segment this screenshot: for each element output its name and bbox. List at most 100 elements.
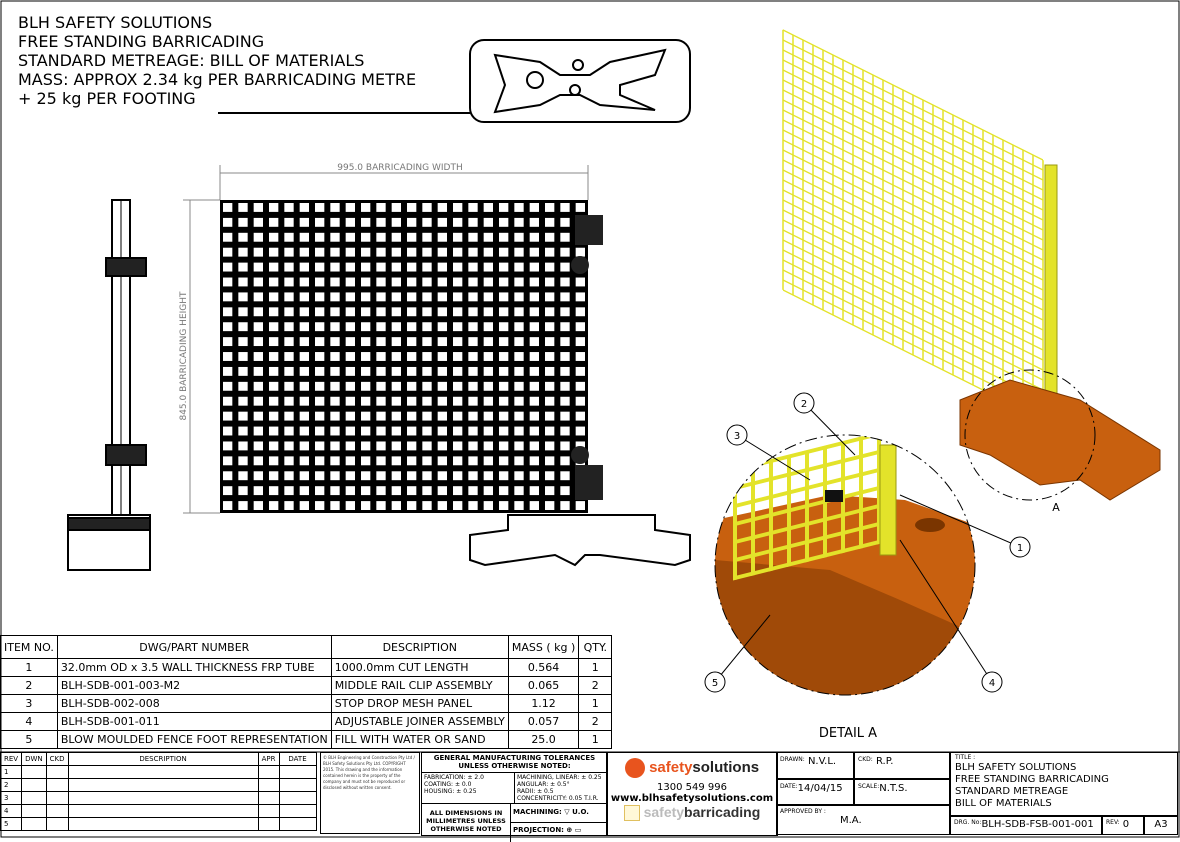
rev-number: 3 [0,791,23,805]
cell: 0.564 [507,658,580,677]
surface-finish-icon: ▽ [564,808,570,816]
cell: 2 [578,676,613,695]
approved-field: APPROVED BY :M.A. [776,805,950,835]
title-line: FREE STANDING BARRICADING [955,774,1109,785]
cell: BLOW MOULDED FENCE FOOT REPRESENTATION [56,730,332,749]
title-line: STANDARD METREAGE [955,786,1069,797]
rev-label: REV: [1106,819,1120,826]
width-dimension-label: 995.0 BARRICADING WIDTH [337,163,462,173]
dwg-label: DRG. No: [954,819,982,826]
revision-row: 1 [0,765,317,779]
sheet-size-field: A3 [1144,816,1178,835]
safety-barricading-logo-icon [623,805,640,822]
callout-bubble [704,671,726,693]
col-date: DATE [278,752,317,766]
rev-number: 1 [0,765,23,779]
col-mass: MASS ( kg ) [507,635,580,659]
side-view [67,199,151,571]
detail-a-label: DETAIL A [819,726,877,741]
col-dwn: DWN [21,752,47,766]
blh-logo-icon [624,758,645,778]
col-item-no: ITEM NO. [0,635,58,659]
callout-bubble [1009,536,1031,558]
scale-field: SCALE:N.T.S. [854,779,950,805]
height-dimension [183,199,220,514]
mesh-panel-isometric [782,29,1044,421]
dwg-number: BLH-SDB-FSB-001-001 [981,819,1094,830]
bill-of-materials-table: ITEM NO. DWG/PART NUMBER DESCRIPTION MAS… [0,635,613,749]
cell: BLH-SDB-002-008 [56,694,332,713]
header-line: MASS: APPROX 2.34 kg PER BARRICADING MET… [18,70,417,89]
footing-top-view [469,39,691,123]
tolerances-title: GENERAL MANUFACTURING TOLERANCES [433,754,596,762]
callout-leader [899,494,1021,548]
header-line: STANDARD METREAGE: BILL OF MATERIALS [18,51,365,70]
callout-number: 4 [989,678,995,689]
callouts: 1 2 3 4 5 [704,392,1031,693]
tol-fabrication: FABRICATION: ± 2.0 [424,774,484,781]
detail-a-view [714,434,976,696]
rev-number: 2 [0,778,23,792]
cell: 1 [578,694,613,713]
tol-concentricity: CONCENTRICITY: 0.05 T.I.R. [517,795,599,802]
checked-field: CKD: R.P. [854,752,950,779]
title-field: TITLE : BLH SAFETY SOLUTIONS FREE STANDI… [950,752,1178,816]
cell: FILL WITH WATER OR SAND [330,730,509,749]
revision-row: 2 [0,778,317,792]
tolerances-block: GENERAL MANUFACTURING TOLERANCES UNLESS … [421,752,608,842]
tol-housing: HOUSING: ± 0.25 [424,788,477,795]
brand-text-barricading: barricading [684,804,761,820]
revision-row: 3 [0,791,317,805]
callout-bubble [726,424,748,446]
cell: STOP DROP MESH PANEL [330,694,509,713]
isometric-view [782,29,1161,501]
logo-text-safety: safety [649,758,693,776]
cell: 25.0 [507,730,580,749]
width-dimension [219,165,589,200]
machining-label: MACHINING: [513,808,562,816]
callout-number: 1 [1017,543,1023,554]
cell: 1000.0mm CUT LENGTH [330,658,509,677]
col-description: DESCRIPTION [67,752,259,766]
col-description: DESCRIPTION [330,635,509,659]
title-line: BILL OF MATERIALS [955,798,1052,809]
cell: 0.057 [507,712,580,731]
detail-a-ref-circle [964,369,1096,501]
logo-text-solutions: solutions [692,758,760,776]
cell: MIDDLE RAIL CLIP ASSEMBLY [330,676,509,695]
company-logo-block: safetysolutions 1300 549 996 www.blhsafe… [606,752,778,836]
scale-value: N.T.S. [879,783,908,794]
col-apr: APR [257,752,280,766]
col-ckd: CKD [45,752,69,766]
cell: BLH-SDB-001-003-M2 [56,676,332,695]
callout-bubble [981,671,1003,693]
cell: 3 [0,694,58,713]
cell: 32.0mm OD x 3.5 WALL THICKNESS FRP TUBE [56,658,332,677]
drawn-label: DRAWN: [780,756,805,763]
callout-number: 5 [712,678,718,689]
header-notes: BLH SAFETY SOLUTIONS FREE STANDING BARRI… [18,13,416,108]
third-angle-projection-icon: ⊕ ▭ [566,826,582,834]
footing-front-view [469,514,691,567]
company-phone: 1300 549 996 [657,782,727,793]
callout-number: 3 [734,431,740,442]
title-line: BLH SAFETY SOLUTIONS [955,762,1077,773]
tol-angular: ANGULAR: ± 0.5° [517,781,570,788]
callout-leader [803,402,856,456]
date-field: DATE:14/04/15 [776,779,854,805]
post-isometric [1044,164,1058,406]
callout-number: 2 [801,399,807,410]
revision-row: 4 [0,804,317,818]
tol-coating: COATING: ± 0.0 [424,781,472,788]
units-note: ALL DIMENSIONS IN MILLIMETRES UNLESS OTH… [422,804,511,842]
drawn-value: N.V.L. [807,756,837,767]
projection-label: PROJECTION: [513,826,564,834]
col-part-number: DWG/PART NUMBER [56,635,332,659]
joiner-clips-front [571,215,603,500]
callout-bubble [793,392,815,414]
